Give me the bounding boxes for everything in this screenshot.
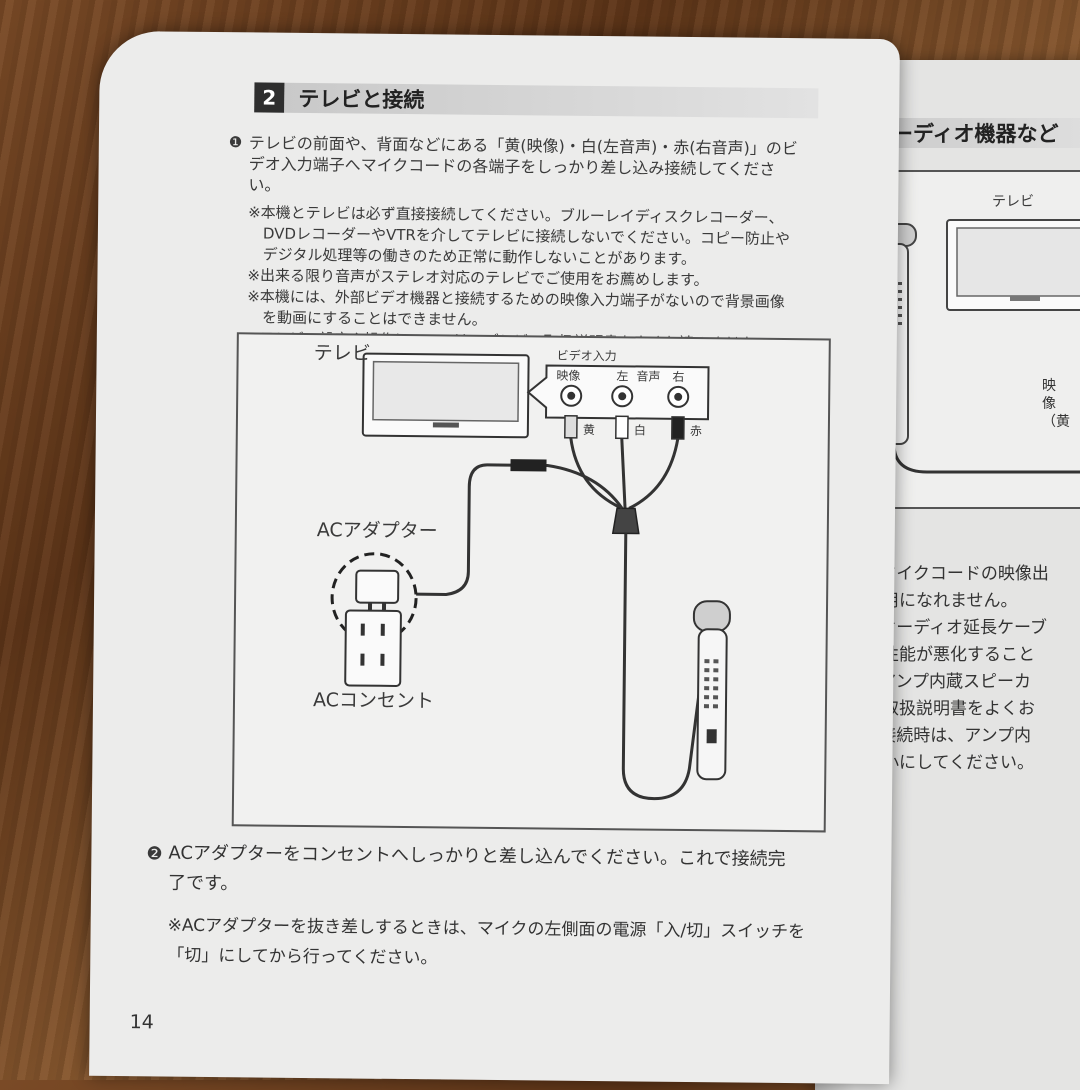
red-plug-label: 赤 [689, 424, 702, 439]
connection-diagram: テレビ ビデオ入力 映像 左 音声 右 黄 白 赤 ACアダプター ACコンセン… [231, 332, 831, 833]
left-page: 2 テレビと接続 ❶ テレビの前面や、背面などにある「黄(映像)・白(左音声)・… [89, 30, 900, 1085]
step1-marker: ❶ [228, 133, 243, 152]
video-label: 映像 [556, 368, 581, 383]
right-video-label: 映像（黄 [1042, 378, 1070, 430]
note-6: を動画にすることはできません。 [246, 308, 487, 329]
right-note-6: 取扱説明書をよくお [865, 699, 1035, 719]
step1-line-3: い。 [248, 175, 281, 195]
audio-label: 音声 [636, 369, 661, 384]
section-2-number: 2 [254, 82, 285, 113]
tv-label: テレビ [313, 342, 371, 365]
right-note-5: ※アンプ内蔵スピーカ [865, 672, 1032, 692]
ac-adapter-label: ACアダプター [316, 519, 438, 543]
right-tv-label: テレビ [992, 194, 1034, 210]
step2-line-1: ACアダプターをコンセントへしっかりと差し込んでください。これで接続完 [168, 842, 786, 871]
step1-line-2: デオ入力端子へマイクコードの各端子をしっかり差し込み接続してくださ [248, 154, 776, 179]
right-note-2: 用になれません。 [865, 591, 1018, 611]
right-note-7: ※接続時は、アンプ内 [865, 726, 1032, 746]
right-note-1: ※マイクコードの映像出 [865, 564, 1049, 584]
left-audio-label: 左 [616, 369, 629, 384]
note2-line-1: ※ACアダプターを抜き差しするときは、マイクの左側面の電源「入/切」スイッチを [167, 915, 806, 943]
step2-marker: ❷ [146, 843, 163, 865]
section-2-header: 2 テレビと接続 [254, 82, 819, 119]
right-audio-label: 右 [672, 369, 685, 384]
white-plug-label: 白 [633, 423, 646, 438]
note2-line-2: 「切」にしてから行ってください。 [167, 945, 438, 969]
connection-diagram-drawing [330, 352, 731, 801]
ac-outlet-label: ACコンセント [312, 689, 435, 713]
right-note-8: 小にしてください。 [865, 753, 1034, 773]
section-2-title: テレビと接続 [284, 82, 819, 119]
yellow-plug-label: 黄 [582, 422, 595, 438]
video-input-label: ビデオ入力 [556, 348, 617, 364]
right-note-3: ※オーディオ延長ケーブ [865, 618, 1048, 638]
step2-line-2: 了です。 [167, 872, 239, 895]
page-number: 14 [129, 1011, 154, 1034]
right-note-4: 性能が悪化すること [865, 645, 1035, 665]
